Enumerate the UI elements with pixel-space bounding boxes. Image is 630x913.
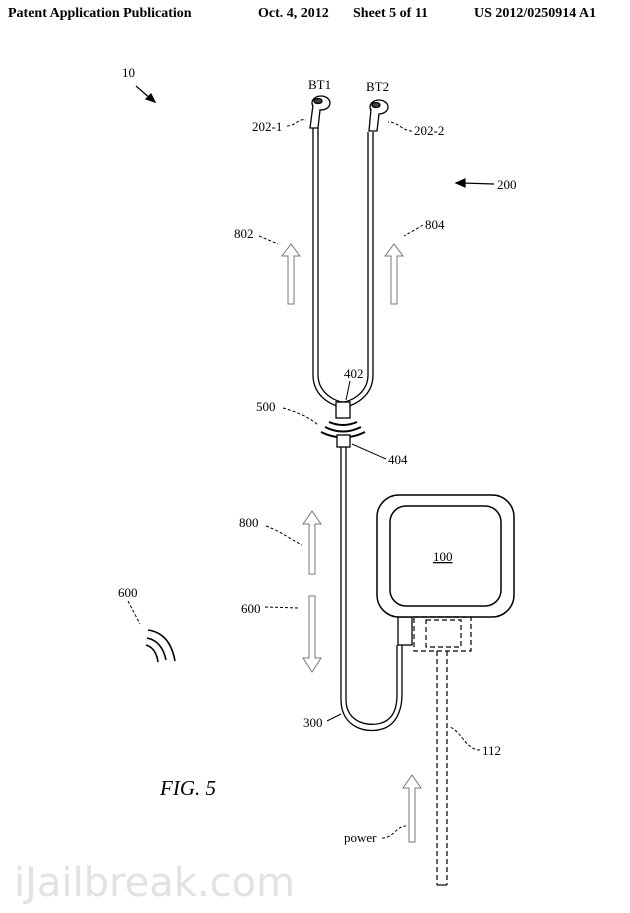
label-device-100: 100 — [433, 549, 453, 564]
header-patent-number: US 2012/0250914 A1 — [474, 6, 597, 21]
header-publication: Patent Application Publication — [8, 6, 192, 21]
label-wireless-600: 600 — [118, 585, 138, 600]
label-202-2: 202-2 — [414, 123, 444, 138]
leader-112 — [449, 726, 481, 751]
cable-300-outer — [340, 447, 403, 732]
dock-connector-inner — [425, 619, 462, 648]
header-date: Oct. 4, 2012 — [258, 6, 329, 21]
label-connector-404: 404 — [388, 452, 408, 467]
leader-power — [381, 825, 407, 839]
header-sheet: Sheet 5 of 11 — [353, 6, 429, 21]
arrow-system-10 — [135, 85, 157, 104]
label-bt1: BT1 — [308, 77, 331, 92]
label-cable-300: 300 — [303, 715, 323, 730]
cable-plug — [397, 616, 413, 646]
hollow-double-arrow-600 — [302, 595, 322, 673]
figure-caption: FIG. 5 — [159, 776, 216, 800]
leader-804 — [403, 224, 424, 237]
arrow-headset-200 — [454, 178, 495, 188]
label-arrow-600: 600 — [241, 601, 261, 616]
leader-wireless-600 — [127, 600, 141, 625]
wireless-signal-600 — [145, 629, 176, 663]
watermark: iJailbreak.com — [14, 860, 295, 906]
hollow-arrow-power — [402, 774, 422, 843]
headset-cord-inner — [317, 128, 369, 403]
headset-cord-outer — [312, 128, 374, 408]
cable-300-inner — [345, 447, 398, 725]
hollow-arrow-802 — [281, 243, 301, 305]
leader-802 — [258, 235, 279, 245]
label-power-line-112: 112 — [482, 743, 501, 758]
label-bt2: BT2 — [366, 79, 389, 94]
hollow-arrow-800 — [302, 510, 322, 575]
connector-404 — [336, 434, 351, 448]
label-arrow-804: 804 — [425, 217, 445, 232]
label-power: power — [344, 830, 377, 845]
leader-402 — [345, 380, 351, 401]
dock-connector — [413, 616, 472, 652]
label-connector-402: 402 — [344, 366, 364, 381]
leader-500 — [282, 407, 319, 426]
label-202-1: 202-1 — [252, 119, 282, 134]
leader-202-1 — [286, 119, 307, 127]
leader-202-2 — [387, 121, 413, 132]
device-100-inner — [389, 505, 502, 607]
earbud-bt2 — [368, 99, 389, 132]
label-arrow-800: 800 — [239, 515, 259, 530]
label-arrow-802: 802 — [234, 226, 254, 241]
leader-800 — [265, 525, 303, 546]
label-headset-200: 200 — [497, 177, 517, 192]
label-link-500: 500 — [256, 399, 276, 414]
leader-404 — [351, 443, 387, 460]
connector-402 — [335, 401, 351, 419]
leader-600 — [264, 606, 301, 609]
leader-300 — [326, 713, 342, 722]
label-system-10: 10 — [122, 65, 135, 80]
earbud-bt1 — [309, 95, 331, 129]
hollow-arrow-804 — [384, 243, 404, 305]
